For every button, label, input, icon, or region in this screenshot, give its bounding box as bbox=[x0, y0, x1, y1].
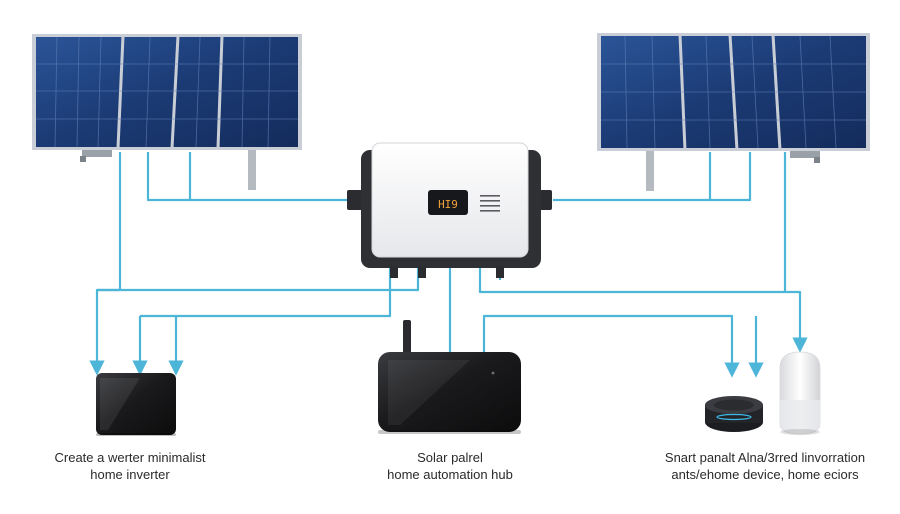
inverter-display-value: HI9 bbox=[438, 198, 458, 211]
caption-left-line1: Create a werter minimalist bbox=[54, 450, 206, 465]
caption-automation-hub: Solar palrel home automation hub bbox=[350, 449, 550, 483]
automation-hub-icon bbox=[378, 320, 521, 434]
right-solar-panel bbox=[597, 33, 870, 191]
caption-center-line2: home automation hub bbox=[387, 467, 513, 482]
caption-right-line1: Snart panalt Alna/3rred linvorration bbox=[664, 450, 866, 465]
smart-speaker-icon bbox=[705, 396, 763, 432]
smart-home-hub-icon bbox=[779, 351, 821, 435]
caption-left-line2: home inverter bbox=[90, 467, 170, 482]
status-indicator-icon bbox=[480, 195, 500, 212]
solar-panel-icon bbox=[597, 33, 870, 151]
caption-center-line1: Solar palrel bbox=[417, 450, 483, 465]
caption-right-line2: ants/ehome device, home eciors bbox=[671, 467, 859, 482]
connection-wires bbox=[89, 152, 808, 378]
caption-smart-devices: Snart panalt Alna/3rred linvorration ant… bbox=[640, 449, 890, 483]
inverter-display bbox=[428, 190, 468, 215]
caption-home-inverter: Create a werter minimalist home inverter bbox=[30, 449, 230, 483]
left-solar-panel bbox=[32, 34, 302, 190]
inverter-device-icon bbox=[96, 373, 176, 436]
solar-panel-icon bbox=[32, 34, 302, 150]
inverter-unit: HI9 bbox=[347, 142, 552, 278]
